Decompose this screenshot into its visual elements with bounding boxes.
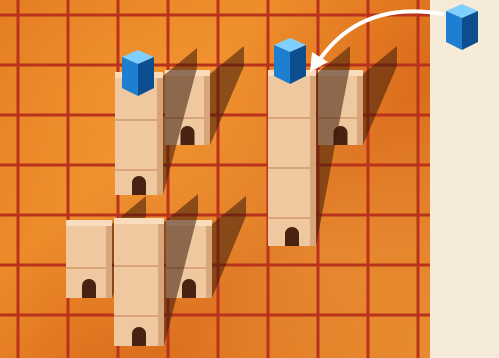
arrow-shaft <box>318 11 442 62</box>
tower-shadow <box>363 46 397 145</box>
tower-arch <box>82 279 96 298</box>
tower-side-face <box>204 76 210 145</box>
tower-arch <box>132 327 146 346</box>
tower-shadow <box>316 46 350 246</box>
tower-side-face <box>106 226 112 298</box>
tower-arch <box>182 279 196 298</box>
tower-side-face <box>310 76 316 246</box>
tower-shadow <box>210 46 244 145</box>
blue-cap-left[interactable] <box>122 50 154 96</box>
tower-side-face <box>158 224 164 346</box>
blue-cap-right[interactable] <box>274 38 306 84</box>
tower-arch <box>132 176 146 195</box>
incoming-blue-cap-icon[interactable] <box>446 4 478 50</box>
tower-arch <box>285 227 299 246</box>
tower-front-face <box>268 76 316 246</box>
tower-side-face <box>157 78 163 195</box>
tower-arch <box>181 126 195 145</box>
tower-side-face <box>357 76 363 145</box>
tower-shadow <box>212 196 246 298</box>
tower-side-face <box>206 226 212 298</box>
